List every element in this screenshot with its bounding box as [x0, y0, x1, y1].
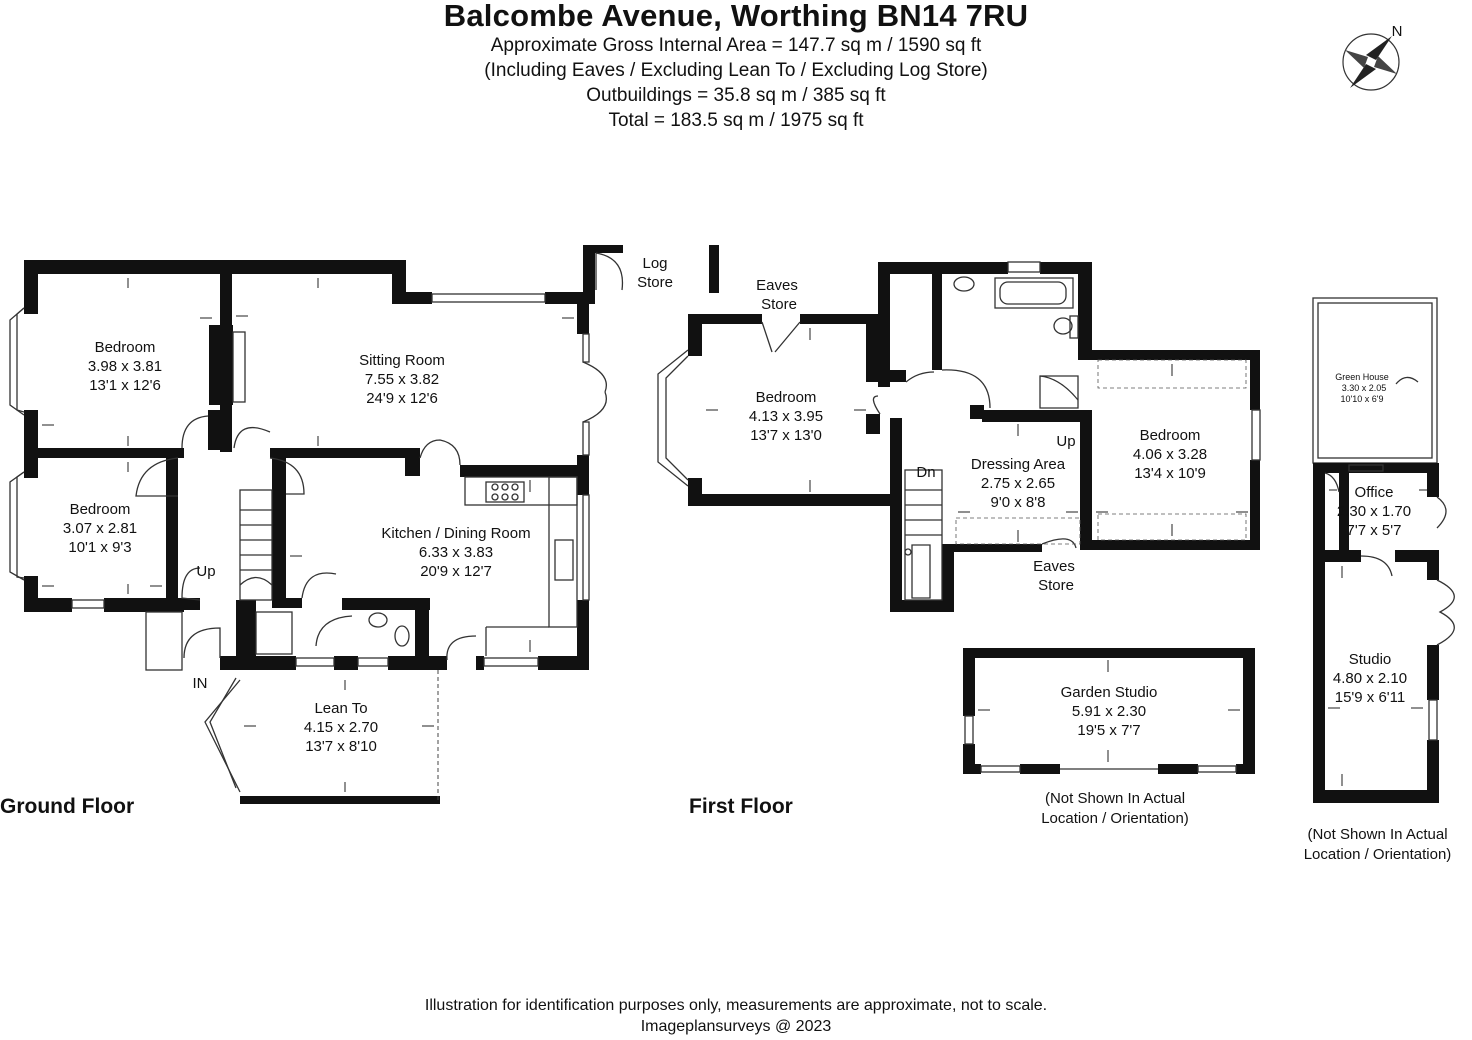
area-line-gross: Approximate Gross Internal Area = 147.7 … [490, 35, 982, 56]
room-bedroom-2-metric: 3.07 x 2.81 [63, 520, 137, 537]
note-line: Location / Orientation) [1303, 846, 1452, 863]
area-line-total: Total = 183.5 sq m / 1975 sq ft [608, 110, 864, 131]
note-line: Location / Orientation) [1041, 810, 1189, 827]
room-garden-studio-metric: 5.91 x 2.30 [1072, 703, 1146, 720]
room-green-house-name: Green House [1335, 372, 1389, 382]
ground-stairs-up-label: Up [196, 563, 215, 580]
garden-studio-walls [963, 648, 1255, 774]
room-bedroom-4-imperial: 13'4 x 10'9 [1134, 465, 1206, 482]
room-office-name: Office [1355, 484, 1394, 501]
first-floor-details [657, 261, 1261, 601]
log-store-line2: Store [637, 274, 673, 291]
room-garden-studio-imperial: 19'5 x 7'7 [1077, 722, 1140, 739]
area-line-inclusions: (Including Eaves / Excluding Lean To / E… [484, 60, 988, 81]
first-floor-dimension-arrows [706, 328, 1248, 542]
eaves-store-2-line1: Eaves [1033, 558, 1075, 575]
room-bedroom-2-imperial: 10'1 x 9'3 [68, 539, 131, 556]
garden-studio-location-note: (Not Shown In Actual Location / Orientat… [1010, 789, 1220, 829]
outbuilding-walls [1312, 297, 1455, 803]
room-sitting-metric: 7.55 x 3.82 [365, 371, 439, 388]
room-green-house-metric: 3.30 x 2.05 [1342, 383, 1387, 393]
room-green-house-imperial: 10'10 x 6'9 [1341, 394, 1384, 404]
room-kitchen-imperial: 20'9 x 12'7 [420, 563, 492, 580]
disclaimer-text: Illustration for identification purposes… [424, 997, 1048, 1014]
room-bedroom-1-name: Bedroom [95, 339, 156, 356]
first-floor-label: First Floor [689, 795, 793, 818]
compass-north-label: N [1392, 23, 1403, 40]
room-dressing-imperial: 9'0 x 8'8 [991, 494, 1046, 511]
room-studio-metric: 4.80 x 2.10 [1333, 670, 1407, 687]
eaves-store-1-line2: Store [761, 296, 797, 313]
room-bedroom-4-name: Bedroom [1140, 427, 1201, 444]
compass-icon: N [1342, 23, 1403, 91]
room-garden-studio-name: Garden Studio [1061, 684, 1158, 701]
room-bedroom-2-name: Bedroom [70, 501, 131, 518]
room-bedroom-3-metric: 4.13 x 3.95 [749, 408, 823, 425]
room-office-metric: 2.30 x 1.70 [1337, 503, 1411, 520]
room-bedroom-1-metric: 3.98 x 3.81 [88, 358, 162, 375]
note-line: (Not Shown In Actual [1044, 790, 1186, 807]
room-kitchen-metric: 6.33 x 3.83 [419, 544, 493, 561]
ground-floor-details [9, 252, 624, 800]
copyright-text: Imageplansurveys @ 2023 [640, 1018, 832, 1035]
room-bedroom-4-metric: 4.06 x 3.28 [1133, 446, 1207, 463]
room-bedroom-1-imperial: 13'1 x 12'6 [89, 377, 161, 394]
room-leanto-metric: 4.15 x 2.70 [304, 719, 378, 736]
ground-floor-label: Ground Floor [0, 795, 135, 818]
ground-floor-dimension-arrows [42, 278, 574, 792]
room-studio-imperial: 15'9 x 6'11 [1335, 689, 1406, 706]
room-bedroom-3-imperial: 13'7 x 13'0 [750, 427, 822, 444]
room-leanto-imperial: 13'7 x 8'10 [305, 738, 377, 755]
room-kitchen-name: Kitchen / Dining Room [381, 525, 530, 542]
first-stairs-down-label: Dn [916, 464, 935, 481]
page-title: Balcombe Avenue, Worthing BN14 7RU [443, 0, 1029, 33]
first-stairs-up-label: Up [1056, 433, 1075, 450]
room-office-imperial: 7'7 x 5'7 [1347, 522, 1402, 539]
room-sitting-imperial: 24'9 x 12'6 [366, 390, 438, 407]
room-bedroom-3-name: Bedroom [756, 389, 817, 406]
room-labels: Bedroom 3.98 x 3.81 13'1 x 12'6 Bedroom … [63, 255, 1411, 755]
eaves-store-2-line2: Store [1038, 577, 1074, 594]
studio-location-note: (Not Shown In Actual Location / Orientat… [1285, 825, 1470, 865]
ground-floor-walls [24, 245, 719, 804]
room-studio-name: Studio [1349, 651, 1392, 668]
log-store-line1: Log [642, 255, 667, 272]
first-floor-walls [688, 262, 1260, 612]
room-dressing-metric: 2.75 x 2.65 [981, 475, 1055, 492]
eaves-store-1-line1: Eaves [756, 277, 798, 294]
room-sitting-name: Sitting Room [359, 352, 445, 369]
room-leanto-name: Lean To [314, 700, 367, 717]
entrance-label: IN [193, 675, 208, 692]
area-line-outbuildings: Outbuildings = 35.8 sq m / 385 sq ft [586, 85, 886, 106]
note-line: (Not Shown In Actual [1307, 826, 1448, 843]
room-dressing-name: Dressing Area [971, 456, 1066, 473]
